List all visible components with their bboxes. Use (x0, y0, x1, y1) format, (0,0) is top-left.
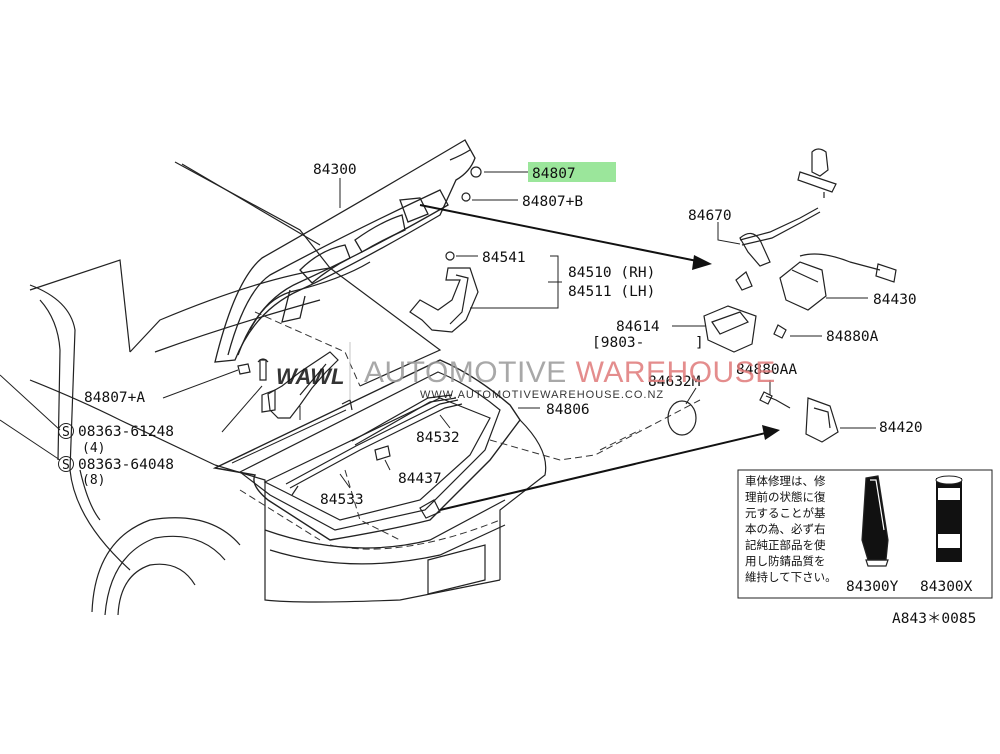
notice-line-1: 車体修理は、修 (745, 474, 826, 488)
label-84807-a: 84807+A (84, 390, 145, 406)
label-84420: 84420 (879, 420, 923, 436)
highlight-84807 (528, 162, 616, 182)
watermark: WAWL AUTOMOTIVE WAREHOUSE WWW.AUTOMOTIVE… (276, 342, 776, 401)
label-84807-b: 84807+B (522, 194, 583, 210)
label-84670: 84670 (688, 208, 732, 224)
label-84430: 84430 (873, 292, 917, 308)
repair-notice-box: 車体修理は、修 理前の状態に復 元することが基 本の為、必ず右 記純正部品を使 … (737, 469, 993, 599)
notice-line-6: 用し防錆品質を (745, 554, 826, 568)
s-mark-2 (58, 456, 74, 472)
label-84510: 84510 (RH) (568, 265, 655, 281)
label-84806: 84806 (546, 402, 590, 418)
s-mark-1 (58, 423, 74, 439)
lock-assembly (667, 148, 897, 443)
label-84300y: 84300Y (846, 579, 899, 595)
label-84880aa: 84880AA (736, 362, 797, 378)
label-08363-61248: 08363-61248 (78, 424, 174, 440)
sealant-tube-icon (861, 475, 889, 567)
hinges (261, 267, 479, 419)
torsion-bars (285, 394, 463, 496)
label-84300: 84300 (313, 162, 357, 178)
s-mark-2-letter: S (62, 458, 70, 473)
notice-line-4: 本の為、必ず右 (745, 522, 826, 536)
notice-line-5: 記純正部品を使 (745, 538, 826, 552)
label-84541: 84541 (482, 250, 526, 266)
label-84300x: 84300X (920, 579, 973, 595)
arrows (419, 204, 780, 511)
label-84511: 84511 (LH) (568, 284, 655, 300)
label-84532: 84532 (416, 430, 460, 446)
watermark-title-part2: WAREHOUSE (576, 356, 776, 389)
trunk-lid (214, 139, 476, 363)
label-84807: 84807 (532, 166, 576, 182)
label-08363-64048: 08363-64048 (78, 457, 174, 473)
small-fasteners (237, 166, 482, 519)
leader-lines (0, 171, 948, 576)
notice-line-2: 理前の状態に復 (745, 490, 826, 504)
s-mark-1-letter: S (62, 425, 70, 440)
label-84614: 84614 (616, 319, 660, 335)
label-08363-61248-qty: (4) (82, 441, 105, 456)
label-84533: 84533 (320, 492, 364, 508)
notice-line-7: 維持して下さい。 (745, 570, 837, 584)
label-84614-note-close: ] (695, 335, 704, 351)
watermark-logo: WAWL (276, 364, 344, 389)
label-84614-note-open: [9803- (592, 335, 644, 351)
diagram-code: A843＊0085 (892, 611, 976, 627)
label-08363-64048-qty: (8) (82, 473, 105, 488)
notice-line-3: 元することが基 (745, 506, 826, 520)
weatherstrip (239, 311, 701, 550)
label-84437: 84437 (398, 471, 442, 487)
label-84880a: 84880A (826, 329, 879, 345)
watermark-title-part1: AUTOMOTIVE (364, 356, 576, 389)
label-84632m: 84632M (648, 374, 701, 390)
watermark-title: AUTOMOTIVE WAREHOUSE (364, 356, 776, 389)
watermark-url: WWW.AUTOMOTIVEWAREHOUSE.CO.NZ (420, 389, 664, 401)
spray-can-icon (935, 475, 963, 562)
part-labels: 84300 84807 84807+B 84541 84510 (RH) 845… (58, 162, 923, 508)
